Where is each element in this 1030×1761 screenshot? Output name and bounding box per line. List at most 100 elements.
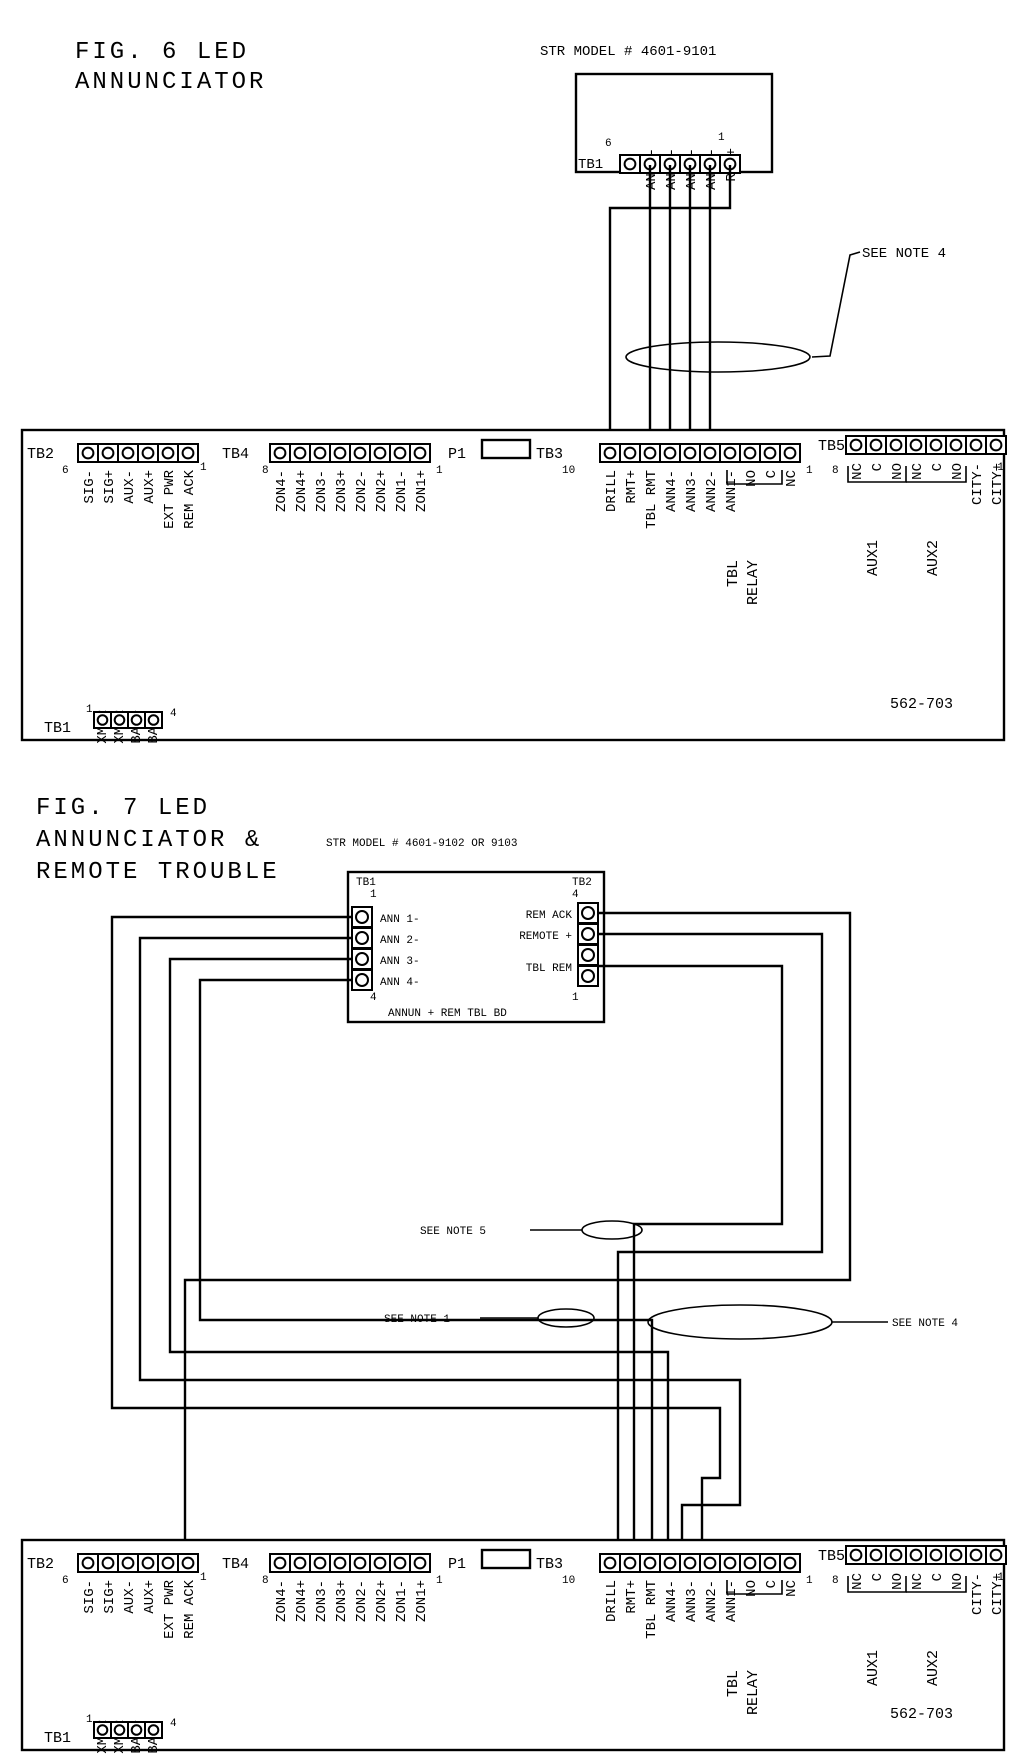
tb2-pin-1: 1 <box>200 1572 207 1584</box>
tb2-signal-label: AUX- <box>122 470 138 504</box>
p1-label: P1 <box>448 1556 466 1573</box>
board-outline <box>20 1538 1006 1752</box>
tb4-terminals <box>269 1553 431 1573</box>
tb1-label: TB1 <box>44 1730 71 1747</box>
fig7-tb2-label: REM ACK <box>526 910 573 922</box>
aux2-label: AUX2 <box>925 540 942 576</box>
terminal-screw <box>313 1556 327 1570</box>
tb5-label: TB5 <box>818 438 845 455</box>
tb3-signal-label: DRILL <box>604 470 620 512</box>
tb3-label: TB3 <box>536 446 563 463</box>
fig7-tb1-label: ANN 4- <box>380 977 420 989</box>
terminal-screw <box>929 438 943 452</box>
tb4-zone-label: ZON1- <box>394 470 410 512</box>
tb5-relay-label: NC <box>850 1573 866 1590</box>
tb2-signal-label: AUX- <box>122 1580 138 1614</box>
tb2-signal-label: SIG+ <box>102 470 118 504</box>
tb4-pin-8: 8 <box>262 465 269 477</box>
aux2-bracket <box>906 466 967 483</box>
tb3-signal-label: RMT+ <box>624 470 640 504</box>
terminal-screw <box>130 1724 143 1736</box>
terminal-screw <box>355 952 369 966</box>
fig7-title-line3: REMOTE TROUBLE <box>36 859 280 886</box>
terminal <box>144 711 163 729</box>
tb5-terminals <box>845 435 1007 455</box>
tb1-pin-4: 4 <box>170 1718 177 1730</box>
tb3-signal-label: C <box>764 470 780 478</box>
terminal-screw <box>101 446 115 460</box>
fig7-tb1-column: ANN 1-ANN 2-ANN 3-ANN 4- <box>351 906 420 991</box>
terminal-screw <box>355 973 369 987</box>
terminal <box>177 443 199 463</box>
tb2-label: TB2 <box>27 446 54 463</box>
fig7-title-line2: ANNUNCIATOR & <box>36 827 262 854</box>
terminal-screw <box>603 1556 617 1570</box>
fig6-note4-leader <box>811 251 861 358</box>
tb1-pin-1: 1 <box>86 1714 93 1726</box>
tb5-pin-1: 1 <box>997 462 1004 474</box>
terminal <box>985 1545 1007 1565</box>
tb2-terminals <box>77 443 199 463</box>
fig6-ann-pin-6: 6 <box>605 138 612 150</box>
fig6-title-line2: ANNUNCIATOR <box>75 69 266 96</box>
terminal-screw <box>743 446 757 460</box>
tb4-pin-8: 8 <box>262 1575 269 1587</box>
terminal-screw <box>623 1556 637 1570</box>
tb4-zone-label: ZON2+ <box>374 470 390 512</box>
tb5-relay-label: NO <box>950 1573 966 1590</box>
tb4-zone-label: ZON4+ <box>294 1580 310 1622</box>
terminal-screw <box>643 1556 657 1570</box>
tb1-terminals <box>93 711 163 729</box>
tb3-terminals <box>599 1553 801 1573</box>
terminal-screw <box>273 446 287 460</box>
tb5-relay-label: NO <box>950 463 966 480</box>
terminal-screw <box>623 157 637 171</box>
tb3-pin-10: 10 <box>562 1575 575 1587</box>
fig7-tb1-label: ANN 3- <box>380 956 420 968</box>
tb4-pin-1: 1 <box>436 465 443 477</box>
tb3-signal-label: ANN1- <box>724 1580 740 1622</box>
terminal-screw <box>147 714 160 726</box>
fig7-note1-ellipse <box>537 1308 595 1328</box>
tb3-pin-1: 1 <box>806 1575 813 1587</box>
fig6-cable-bundle-ellipse <box>625 341 811 373</box>
tbl-relay-bracket <box>726 470 783 485</box>
tb2-signal-label: REM ACK <box>182 469 198 528</box>
terminal <box>144 1721 163 1739</box>
tb4-zone-label: ZON4+ <box>294 470 310 512</box>
terminal-screw <box>373 446 387 460</box>
tb4-zone-label: ZON1- <box>394 1580 410 1622</box>
tb5-relay-label: C <box>870 463 886 471</box>
terminal-screw <box>373 1556 387 1570</box>
tb4-label: TB4 <box>222 446 249 463</box>
tb5-relay-label: C <box>930 463 946 471</box>
fig7-board-label: ANNUN + REM TBL BD <box>388 1008 507 1020</box>
terminal-screw <box>113 1724 126 1736</box>
tbl-relay-label-2: RELAY <box>745 1670 762 1715</box>
fig6-cable <box>608 165 732 430</box>
fig7: FIG. 7 LED ANNUNCIATOR & REMOTE TROUBLE … <box>36 795 958 1540</box>
fig7-title-line1: FIG. 7 LED <box>36 795 210 822</box>
tb5-relay-label: NO <box>890 463 906 480</box>
tb4-zone-label: ZON4- <box>274 470 290 512</box>
terminal-screw <box>273 1556 287 1570</box>
fig6-note4-label: SEE NOTE 4 <box>862 246 946 262</box>
tbl-relay-label-2: RELAY <box>745 560 762 605</box>
tb5-relay-label: NC <box>850 463 866 480</box>
tb2-signal-label: REM ACK <box>182 1579 198 1638</box>
fig7-tb2-label: TB2 <box>572 877 592 889</box>
fig7-tb1-pin-4: 4 <box>370 992 377 1004</box>
fig7-wires <box>110 911 852 1540</box>
terminal-screw <box>581 948 595 962</box>
aux1-label: AUX1 <box>865 540 882 576</box>
terminal-screw <box>413 1556 427 1570</box>
fig6-ann-pin-1: 1 <box>718 132 725 144</box>
fig7-tb1-label: ANN 1- <box>380 914 420 926</box>
tb2-signal-label: AUX+ <box>142 470 158 504</box>
fig6-ann-tb1-terminals <box>619 154 741 174</box>
terminal-screw <box>353 1556 367 1570</box>
terminal-screw <box>96 714 109 726</box>
terminal-screw <box>683 446 697 460</box>
